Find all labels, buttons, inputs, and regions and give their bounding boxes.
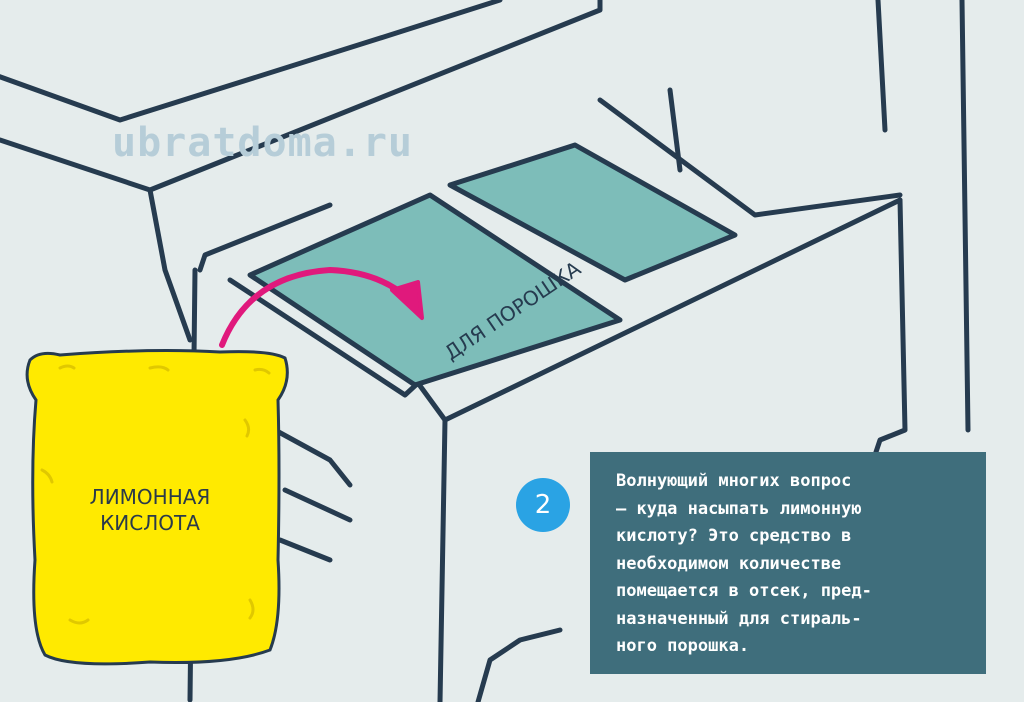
machine-right-edge	[875, 0, 888, 133]
drawer-front-left	[437, 417, 448, 702]
info-text-line: – куда насыпать лимонную	[616, 498, 862, 519]
drawer-right-side	[867, 197, 908, 473]
info-text-line: кислоту? Это средство в	[616, 526, 852, 546]
step-number-badge: 2	[516, 478, 570, 532]
drawer-back-edge	[597, 97, 903, 218]
powder-compartment	[247, 192, 623, 388]
info-text-line: ного порошка.	[616, 636, 750, 656]
machine-front-top	[0, 0, 603, 193]
bag-label: ЛИМОННАЯ КИСЛОТА	[60, 484, 240, 536]
watermark: ubratdoma.ru	[112, 120, 413, 166]
info-text-box: Волнующий многих вопрос – куда насыпать …	[590, 452, 986, 674]
info-text-line: Волнующий многих вопрос	[616, 471, 852, 491]
bag-label-line: КИСЛОТА	[100, 511, 200, 535]
machine-far-right-edge	[959, 0, 971, 433]
info-text-line: необходимом количестве	[616, 553, 842, 574]
second-compartment	[447, 142, 738, 283]
bag-wrinkles	[40, 364, 271, 625]
drawer-side-lines	[272, 427, 353, 563]
drawer-slot	[197, 202, 333, 273]
citric-acid-bag-icon	[25, 349, 289, 666]
info-text-line: помещается в отсек, пред-	[616, 581, 872, 601]
machine-left-edge	[147, 187, 193, 343]
bag-label-line: ЛИМОННАЯ	[89, 485, 211, 509]
info-text-line: назначенный для стираль-	[616, 608, 862, 629]
machine-top-edge	[0, 0, 503, 123]
curved-arrow-icon	[219, 266, 424, 348]
drawer-bottom	[475, 627, 563, 702]
